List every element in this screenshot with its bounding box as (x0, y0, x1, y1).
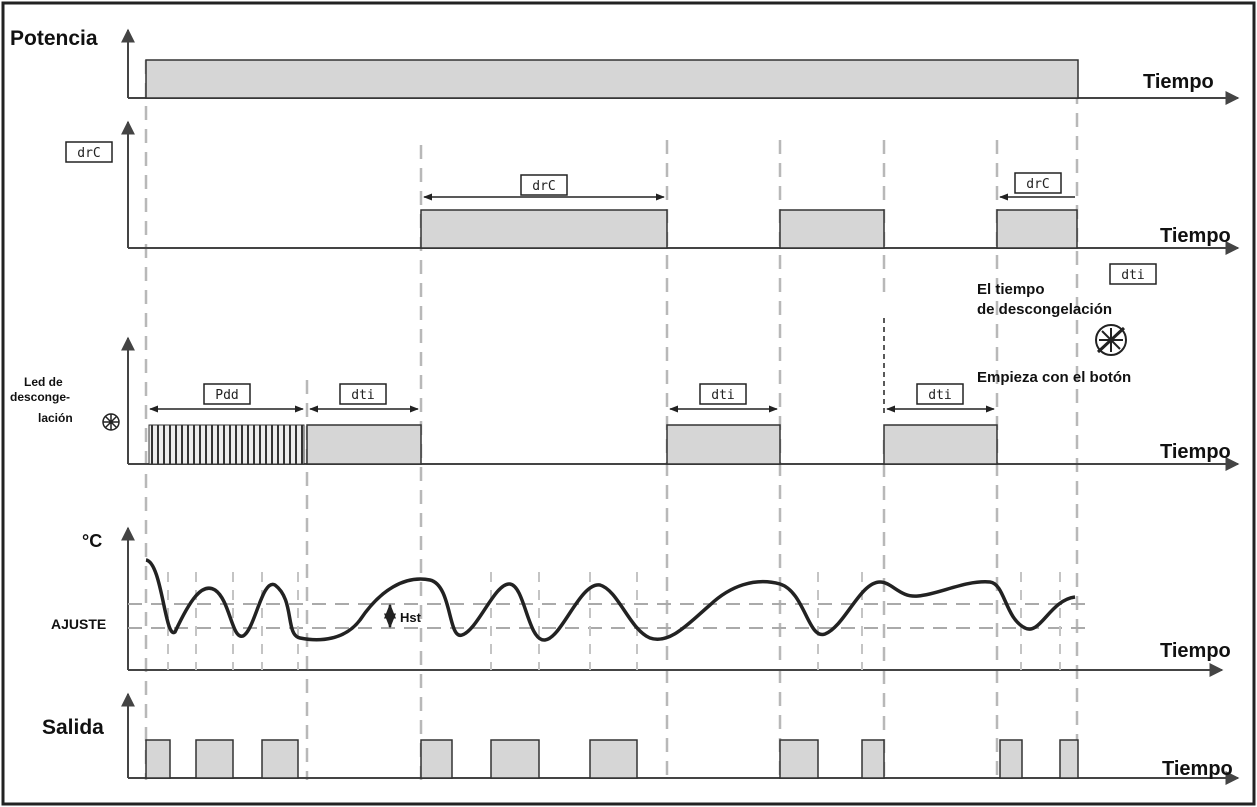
output-pulse-1 (145, 739, 171, 779)
hst-label: Hst (400, 610, 422, 625)
snowflake-icon (102, 413, 120, 431)
led-label-line-1: Led de (24, 375, 63, 389)
pdd-display (203, 383, 251, 405)
drc-display-2-text: drC (1026, 177, 1049, 192)
manual-defrost-icon (1095, 324, 1127, 356)
drc-display-1-text: drC (532, 179, 555, 194)
blinking-led-pulses (148, 424, 305, 465)
output-pulse-5 (490, 739, 540, 779)
guide-lines (144, 60, 1079, 780)
salida-label: Salida (42, 716, 104, 739)
dti-display-3 (916, 383, 964, 405)
drc-display-axis (65, 141, 113, 163)
led-pulse-3 (883, 424, 998, 465)
pdd-display-text: Pdd (215, 388, 238, 403)
ajuste-label: AJUSTE (51, 616, 106, 632)
dti-display-1-text: dti (351, 388, 374, 403)
tiempo-desc-line-2: de descongelación (977, 301, 1112, 318)
potencia-label: Potencia (10, 27, 98, 50)
output-pulse-8 (861, 739, 885, 779)
drc-pulse-2 (779, 209, 885, 249)
panel-temperature: °C AJUSTE Hst Tiempo (51, 526, 1231, 677)
drc-pulse-3 (996, 209, 1078, 249)
temperature-curve (145, 558, 1076, 642)
output-pulse-6 (589, 739, 638, 779)
dti-display-note-text: dti (1121, 268, 1144, 283)
output-pulse-3 (261, 739, 299, 779)
drc-pulse-1 (420, 209, 668, 249)
output-pulse-10 (1059, 739, 1079, 779)
dti-display-2 (699, 383, 747, 405)
empieza-label: Empieza con el botón (977, 369, 1131, 386)
led-label-line-3: lación (38, 411, 73, 425)
dti-display-2-text: dti (711, 388, 734, 403)
drc-display-2 (1014, 172, 1062, 194)
tiempo-label-4: Tiempo (1160, 640, 1231, 662)
drc-display-1 (520, 174, 568, 196)
temperature-guides (167, 572, 1061, 670)
tiempo-label-3: Tiempo (1160, 441, 1231, 463)
tiempo-label-5: Tiempo (1162, 758, 1233, 780)
celsius-label: °C (82, 531, 102, 551)
output-pulse-9 (999, 739, 1023, 779)
tiempo-desc-line-1: El tiempo (977, 281, 1045, 298)
drc-display-axis-text: drC (77, 146, 100, 161)
tiempo-label-2: Tiempo (1160, 225, 1231, 247)
tiempo-label-1: Tiempo (1143, 71, 1214, 93)
panel-led: Led de desconge- lación (10, 336, 1240, 471)
power-on-bar (145, 59, 1079, 99)
output-pulse-4 (420, 739, 453, 779)
manual-defrost-note: dti El tiempo de descongelación Empieza … (883, 263, 1157, 414)
panel-drc: drC drC drC Tiempo (65, 120, 1240, 255)
dti-display-1 (339, 383, 387, 405)
panel-potencia: Potencia Tiempo (10, 27, 1240, 105)
led-pulse-1 (306, 424, 422, 465)
output-pulse-7 (779, 739, 819, 779)
led-pulse-2 (666, 424, 781, 465)
dti-display-note (1109, 263, 1157, 285)
dti-display-3-text: dti (928, 388, 951, 403)
panel-salida: Salida Tiempo (42, 692, 1240, 785)
led-label-line-2: desconge- (10, 390, 70, 404)
output-pulse-2 (195, 739, 234, 779)
